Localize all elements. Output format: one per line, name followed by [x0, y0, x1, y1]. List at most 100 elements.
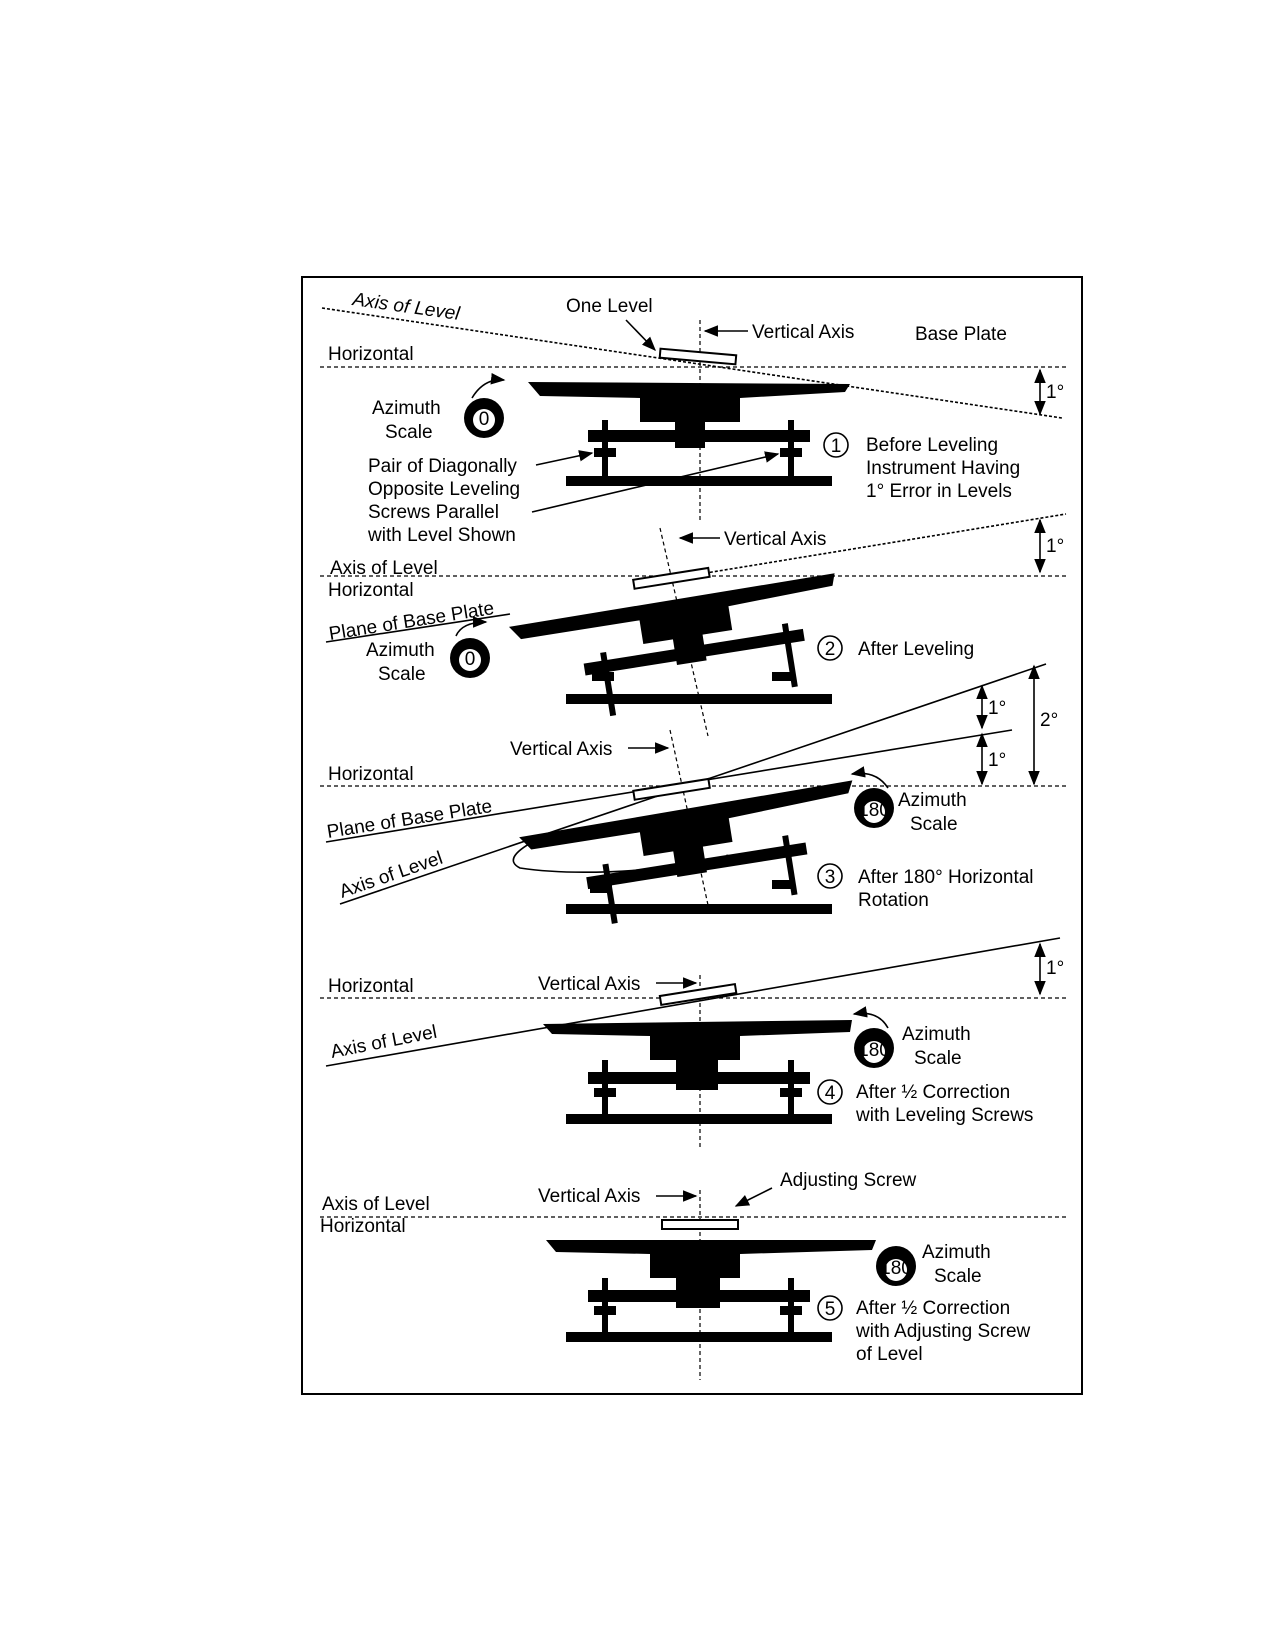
screw-knob [772, 672, 794, 681]
azimuth-pointer [852, 1006, 889, 1029]
azimuth-pointer [850, 766, 889, 789]
angle-label-lower: 1° [988, 750, 1006, 771]
leveling-screw [602, 1060, 608, 1114]
screws-note-line: Opposite Leveling [368, 479, 520, 500]
caption-line: After ½ Correction [856, 1082, 1010, 1103]
screw-knob [592, 672, 614, 681]
step-number: 3 [825, 867, 836, 888]
azimuth-label: Azimuth [902, 1024, 971, 1045]
leveling-arm [588, 1290, 810, 1302]
angle-label: 1° [1046, 536, 1064, 557]
level-vial [658, 982, 738, 1007]
caption-line: Before Leveling [866, 435, 998, 456]
azimuth-pointer [455, 616, 488, 637]
screws-pointer [535, 450, 594, 466]
screw-knob [780, 448, 802, 457]
step-number-circle [817, 1079, 843, 1105]
axis-of-level-label: Axis of Level [350, 289, 461, 325]
panel-4: Horizontal Vertical Axis Axis of Level 1… [320, 937, 1068, 1126]
instrument [543, 982, 852, 1124]
foot-plate [566, 904, 832, 914]
leveling-screw [602, 1278, 608, 1332]
level-vial [632, 777, 711, 801]
vertical-axis-label: Vertical Axis [724, 529, 826, 550]
leveling-arm [583, 628, 805, 676]
leveling-arm [588, 1072, 810, 1084]
step-number: 2 [825, 639, 836, 660]
azimuth-dial-value: 0 [479, 409, 490, 430]
caption-line: 1° Error in Levels [866, 481, 1012, 502]
angle-label: 1° [1046, 382, 1064, 403]
screw-knob [594, 1088, 616, 1097]
adjusting-screw-pointer [734, 1187, 773, 1207]
axis-of-level-line [325, 937, 1061, 1067]
azimuth-label: Azimuth [366, 640, 435, 661]
step-number: 4 [825, 1083, 836, 1104]
plane-of-base-plate-label: Plane of Base Plate [327, 598, 495, 645]
leveling-arm [588, 430, 810, 442]
leveling-arm [586, 842, 808, 890]
angle-label-upper: 1° [988, 698, 1006, 719]
azimuth-label: Azimuth [372, 398, 441, 419]
foot-plate [566, 694, 832, 704]
base-plate-label: Base Plate [915, 324, 1007, 345]
base-plate [519, 780, 853, 877]
base-plate [528, 382, 850, 448]
leveling-screw [788, 1278, 794, 1332]
axis-of-level-label: Axis of Level [330, 558, 438, 579]
azimuth-pointer [471, 372, 506, 399]
screw-knob [780, 1306, 802, 1315]
caption-line: After 180° Horizontal [858, 867, 1034, 888]
foot-plate [566, 476, 832, 486]
horizontal-label: Horizontal [328, 580, 414, 601]
step-number-circle [817, 863, 843, 889]
axis-of-level-label: Axis of Level [329, 1022, 439, 1063]
caption-line: with Adjusting Screw [855, 1321, 1031, 1342]
horizontal-label: Horizontal [328, 976, 414, 997]
screw-knob [594, 448, 616, 457]
azimuth-dial-value: 180 [858, 800, 890, 821]
axis-of-level-label: Axis of Level [322, 1194, 430, 1215]
base-plate [543, 1020, 852, 1090]
base-plate [546, 1240, 876, 1308]
screws-note-line: Screws Parallel [368, 502, 499, 523]
screw-knob [590, 884, 612, 893]
caption-line: Rotation [858, 890, 929, 911]
foot-plate [566, 1332, 832, 1342]
angle-label: 1° [1046, 958, 1064, 979]
vertical-axis-label: Vertical Axis [538, 1186, 640, 1207]
panel-3: Vertical Axis Horizontal Plane of Base P… [320, 663, 1068, 924]
azimuth-dial-value: 180 [858, 1040, 890, 1061]
angle-label-total: 2° [1040, 710, 1058, 731]
panel-1: Axis of Level One Level Vertical Axis Ba… [320, 289, 1068, 546]
step-number-circle [823, 432, 849, 458]
azimuth-label: Azimuth [898, 790, 967, 811]
caption-line: with Leveling Screws [855, 1105, 1033, 1126]
vertical-axis-label: Vertical Axis [752, 322, 854, 343]
screws-note-line: Pair of Diagonally [368, 456, 517, 477]
azimuth-dial: 180 [854, 788, 894, 828]
caption-line: of Level [856, 1344, 923, 1365]
vertical-axis-label: Vertical Axis [510, 739, 612, 760]
instrument [546, 1219, 876, 1342]
caption-line: After ½ Correction [856, 1298, 1010, 1319]
horizontal-label: Horizontal [328, 344, 414, 365]
axis-of-level-line [699, 513, 1067, 575]
step-number: 1 [831, 436, 842, 457]
figure-frame [301, 276, 1083, 1395]
panel-5: Vertical Axis Adjusting Screw Axis of Le… [320, 1170, 1068, 1365]
screw-knob [772, 880, 794, 889]
azimuth-dial: 0 [450, 638, 490, 678]
level-vial [661, 1219, 739, 1230]
adjusting-screw-label: Adjusting Screw [780, 1170, 917, 1191]
scale-label: Scale [910, 814, 958, 835]
tilted-vertical-axis [669, 729, 709, 906]
plane-of-base-plate-label: Plane of Base Plate [325, 796, 493, 843]
panel-2: Vertical Axis Axis of Level Horizontal P… [320, 513, 1068, 737]
caption-line: Instrument Having [866, 458, 1020, 479]
step-number: 5 [825, 1299, 836, 1320]
screws-pointer [531, 451, 780, 513]
caption-line: After Leveling [858, 639, 974, 660]
screw-knob [780, 1088, 802, 1097]
